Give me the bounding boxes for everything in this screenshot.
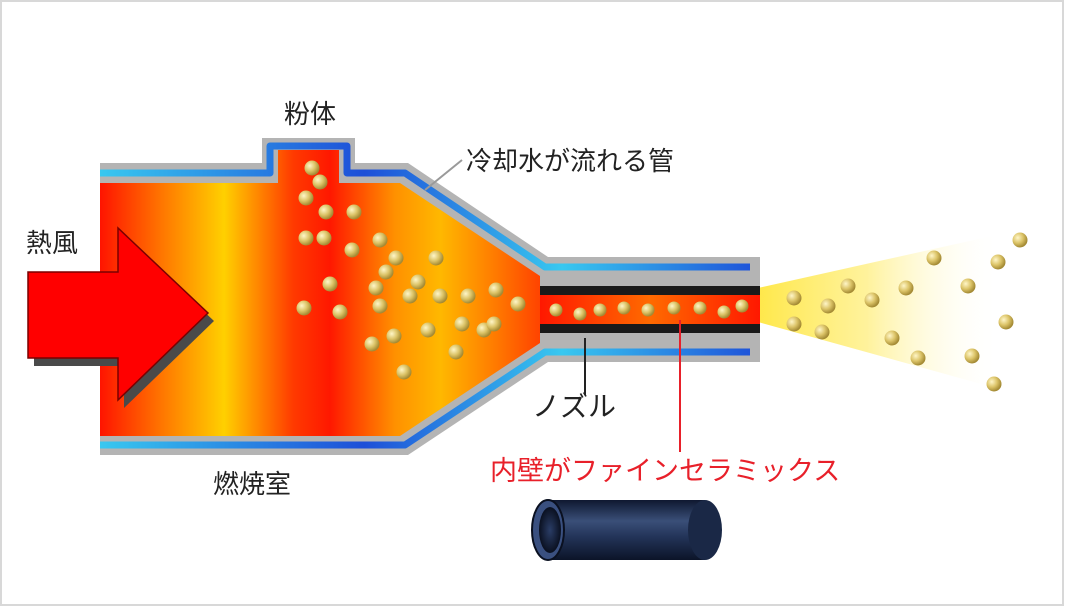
powder-particle [332, 304, 348, 320]
powder-particle [322, 276, 338, 292]
powder-particle [396, 364, 412, 380]
powder-particle [990, 254, 1006, 270]
powder-particle [998, 314, 1014, 330]
powder-particle [693, 301, 707, 315]
powder-particle [296, 300, 312, 316]
label-inner-wall: 内壁がファインセラミックス [490, 456, 840, 487]
powder-particle [346, 204, 362, 220]
powder-particle [298, 190, 314, 206]
label-hot-air: 熱風 [26, 229, 78, 259]
powder-particle [304, 160, 320, 176]
powder-particle [735, 299, 749, 313]
powder-particle [386, 328, 402, 344]
powder-particle [573, 307, 587, 321]
powder-particle [641, 303, 655, 317]
coolant-channel-bottom [100, 348, 750, 449]
powder-particle [448, 344, 464, 360]
powder-particle [814, 324, 830, 340]
powder-particle [316, 230, 332, 246]
powder-particle [486, 316, 502, 332]
spray-cone [758, 232, 1010, 392]
arrow-right-icon [27, 226, 214, 408]
powder-particle [549, 303, 563, 317]
powder-particle [617, 301, 631, 315]
powder-particle [460, 288, 476, 304]
powder-particle [372, 232, 388, 248]
powder-particle [428, 250, 444, 266]
powder-particle [372, 298, 388, 314]
powder-particle [454, 316, 470, 332]
label-nozzle: ノズル [532, 390, 616, 423]
powder-particle [926, 250, 942, 266]
coolant-channel-top [100, 142, 750, 271]
cylinder-tube-icon [531, 499, 722, 561]
label-combustion-chamber: 燃焼室 [213, 470, 291, 500]
powder-particle [667, 301, 681, 315]
powder-particle [312, 174, 328, 190]
powder-particle [910, 350, 926, 366]
powder-particle [488, 282, 504, 298]
powder-particle [410, 274, 426, 290]
powder-particles [296, 160, 1028, 392]
powder-particle [964, 348, 980, 364]
powder-particle [388, 250, 404, 266]
powder-particle [593, 303, 607, 317]
powder-particle [298, 230, 314, 246]
powder-particle [318, 204, 334, 220]
coolant-pipe-leader [424, 159, 463, 191]
combustion-chamber [100, 150, 540, 436]
powder-particle [960, 278, 976, 294]
powder-particle [344, 242, 360, 258]
powder-particle [364, 336, 380, 352]
powder-particle [420, 322, 436, 338]
powder-particle [864, 292, 880, 308]
powder-particle [1012, 232, 1028, 248]
powder-particle [786, 290, 802, 306]
label-powder: 粉体 [284, 100, 336, 130]
powder-particle [884, 330, 900, 346]
powder-particle [402, 288, 418, 304]
powder-particle [820, 298, 836, 314]
powder-particle [786, 316, 802, 332]
powder-particle [510, 296, 526, 312]
powder-particle [840, 278, 856, 294]
powder-particle [717, 305, 731, 319]
powder-particle [368, 280, 384, 296]
powder-particle [378, 264, 394, 280]
powder-particle [986, 376, 1002, 392]
powder-particle [432, 288, 448, 304]
label-coolant-pipe: 冷却水が流れる管 [466, 147, 674, 177]
powder-particle [898, 280, 914, 296]
